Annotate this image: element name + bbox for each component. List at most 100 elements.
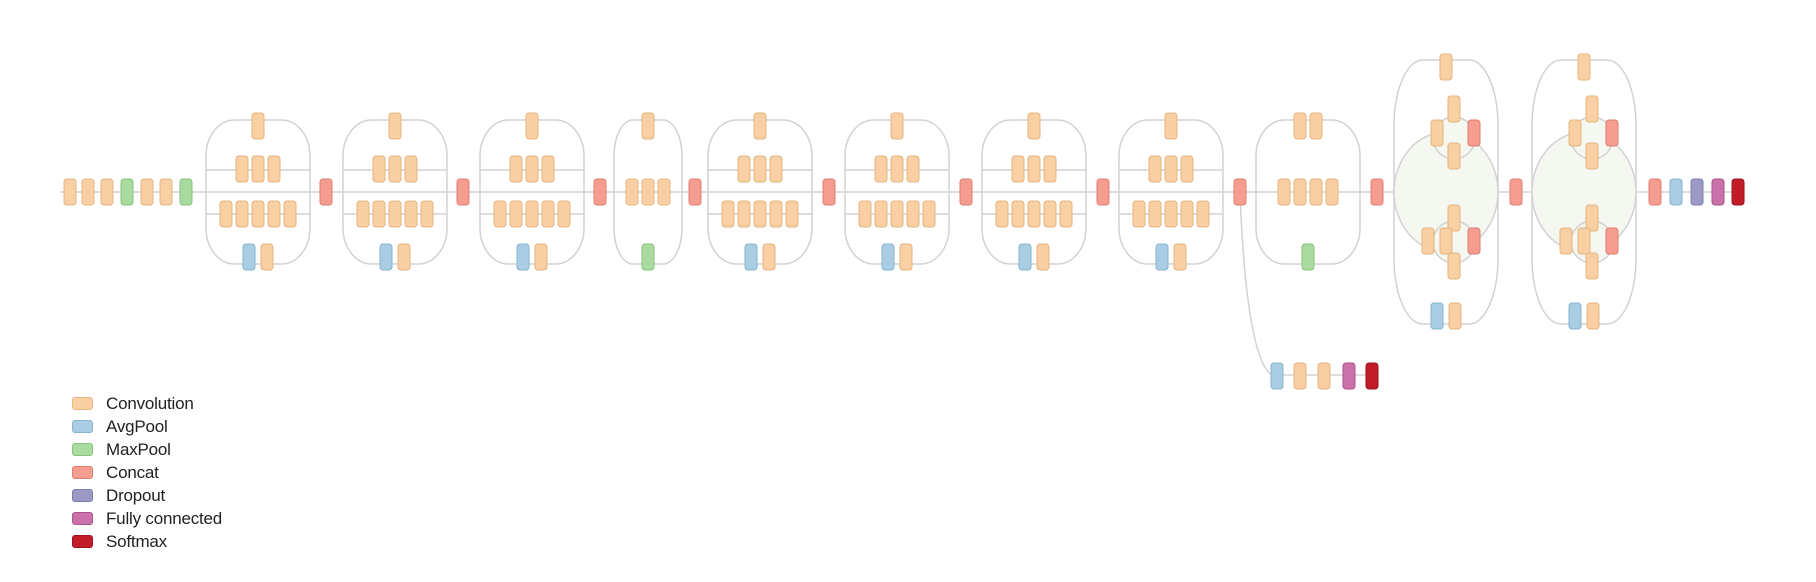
convolution-node xyxy=(1277,178,1291,206)
maxpool-swatch xyxy=(72,443,93,456)
convolution-node xyxy=(1325,178,1339,206)
fully-connected-node xyxy=(1711,178,1725,206)
convolution-node xyxy=(1148,155,1162,183)
legend-label: Softmax xyxy=(106,531,167,551)
concat-node xyxy=(319,178,333,206)
convolution-node xyxy=(737,200,751,228)
convolution-node xyxy=(890,112,904,140)
dropout-node xyxy=(1690,178,1704,206)
legend-item-convolution: Convolution xyxy=(72,392,222,415)
convolution-node xyxy=(267,155,281,183)
convolution-node xyxy=(397,243,411,271)
avgpool-node xyxy=(242,243,256,271)
concat-swatch xyxy=(72,466,93,479)
avgpool-node xyxy=(744,243,758,271)
convolution-node xyxy=(785,200,799,228)
convolution-node xyxy=(769,155,783,183)
convolution-node xyxy=(1309,178,1323,206)
convolution-node xyxy=(388,155,402,183)
convolution-node xyxy=(81,178,95,206)
legend-label: MaxPool xyxy=(106,439,171,459)
avgpool-node xyxy=(379,243,393,271)
convolution-node xyxy=(1011,155,1025,183)
convolution-node xyxy=(1586,302,1600,330)
concat-node xyxy=(1605,227,1619,255)
dropout-swatch xyxy=(72,489,93,502)
convolution-node xyxy=(1577,227,1591,255)
convolution-node xyxy=(1180,155,1194,183)
avgpool-swatch xyxy=(72,420,93,433)
convolution-node xyxy=(858,200,872,228)
convolution-node xyxy=(493,200,507,228)
convolution-node xyxy=(1132,200,1146,228)
convolution-node xyxy=(509,155,523,183)
avgpool-node xyxy=(1669,178,1683,206)
convolution-node xyxy=(1447,95,1461,123)
auxiliary-connection xyxy=(1239,191,1273,376)
avgpool-node xyxy=(1155,243,1169,271)
legend: Convolution AvgPool MaxPool Concat Dropo… xyxy=(72,392,222,553)
avgpool-node xyxy=(516,243,530,271)
convolution-node xyxy=(1317,362,1331,390)
convolution-node xyxy=(641,178,655,206)
convolution-node xyxy=(404,200,418,228)
softmax-swatch xyxy=(72,535,93,548)
concat-node xyxy=(1370,178,1384,206)
legend-item-concat: Concat xyxy=(72,461,222,484)
convolution-node xyxy=(1164,112,1178,140)
concat-node xyxy=(1467,227,1481,255)
convolution-node xyxy=(372,155,386,183)
convolution-node xyxy=(657,178,671,206)
convolution-node xyxy=(1309,112,1323,140)
convolution-node xyxy=(267,200,281,228)
convolution-node xyxy=(753,200,767,228)
convolution-node xyxy=(235,155,249,183)
softmax-node xyxy=(1731,178,1745,206)
convolution-node xyxy=(1585,204,1599,232)
convolution-node xyxy=(1585,95,1599,123)
convolution-node xyxy=(509,200,523,228)
concat-node xyxy=(959,178,973,206)
convolution-node xyxy=(874,200,888,228)
avgpool-node xyxy=(1430,302,1444,330)
convolution-node xyxy=(388,200,402,228)
legend-label: Fully connected xyxy=(106,508,223,528)
legend-label: Convolution xyxy=(106,393,194,413)
convolution-node xyxy=(899,243,913,271)
concat-node xyxy=(688,178,702,206)
convolution-swatch xyxy=(72,397,93,410)
legend-item-softmax: Softmax xyxy=(72,530,222,553)
convolution-node xyxy=(420,200,434,228)
convolution-node xyxy=(541,200,555,228)
convolution-node xyxy=(1180,200,1194,228)
convolution-node xyxy=(641,112,655,140)
legend-item-avgpool: AvgPool xyxy=(72,415,222,438)
avgpool-node xyxy=(1018,243,1032,271)
convolution-node xyxy=(721,200,735,228)
convolution-node xyxy=(388,112,402,140)
convolution-node xyxy=(251,112,265,140)
convolution-node xyxy=(219,200,233,228)
convolution-node xyxy=(1293,178,1307,206)
convolution-node xyxy=(1027,200,1041,228)
convolution-node xyxy=(525,112,539,140)
concat-node xyxy=(593,178,607,206)
convolution-node xyxy=(1577,53,1591,81)
convolution-node xyxy=(1439,227,1453,255)
maxpool-node xyxy=(641,243,655,271)
concat-node xyxy=(456,178,470,206)
convolution-node xyxy=(1027,155,1041,183)
fully-connected-swatch xyxy=(72,512,93,525)
legend-item-fully-connected: Fully connected xyxy=(72,507,222,530)
concat-node xyxy=(1605,119,1619,147)
convolution-node xyxy=(1043,200,1057,228)
convolution-node xyxy=(890,155,904,183)
convolution-node xyxy=(525,155,539,183)
concat-node xyxy=(822,178,836,206)
convolution-node xyxy=(63,178,77,206)
convolution-node xyxy=(762,243,776,271)
convolution-node xyxy=(1559,227,1573,255)
fully-connected-node xyxy=(1342,362,1356,390)
convolution-node xyxy=(1447,142,1461,170)
legend-label: AvgPool xyxy=(106,416,168,436)
